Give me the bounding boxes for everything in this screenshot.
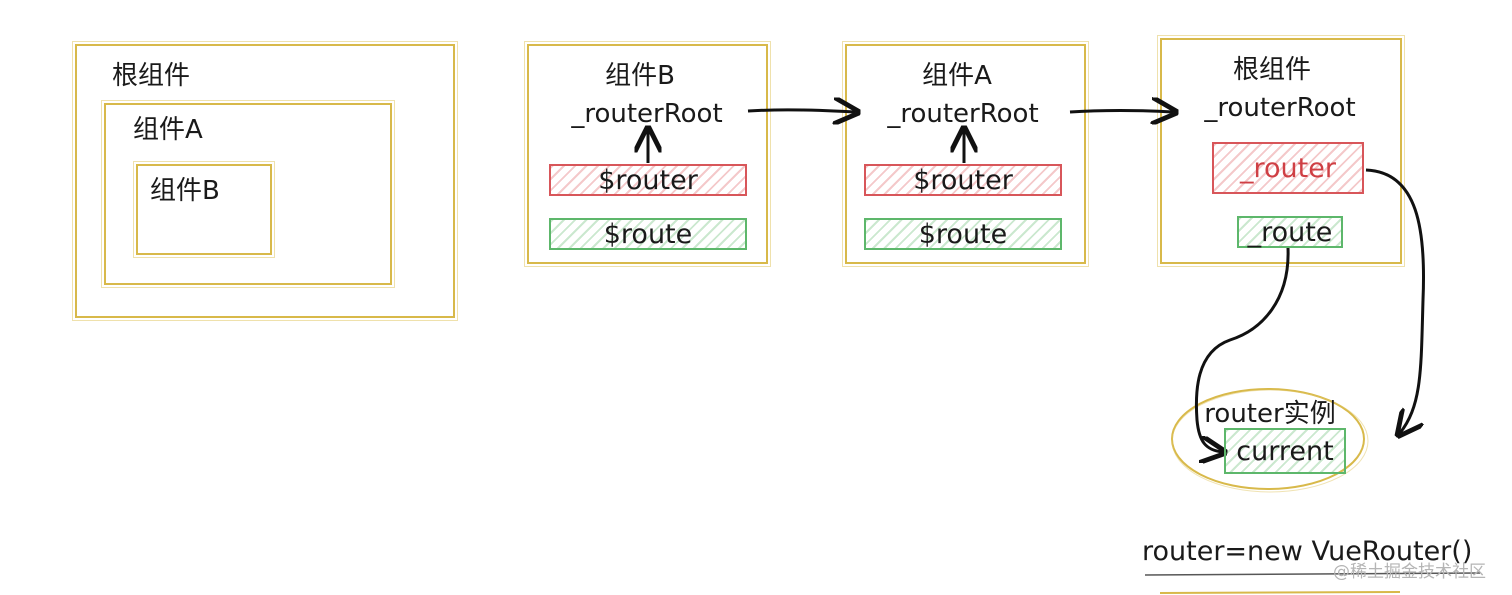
component-a-label: 组件A xyxy=(133,115,203,145)
chain-component-b-routerroot: _routerRoot xyxy=(571,99,723,129)
chain-component-b-route: $route xyxy=(549,218,747,250)
router-to-instance-arrow xyxy=(1365,168,1426,433)
router-code-text: router=new VueRouter() xyxy=(1142,536,1473,567)
b-to-a-arrow xyxy=(747,110,855,112)
chain-component-a-name: 组件A xyxy=(922,61,992,91)
chain-root-route: _route xyxy=(1237,216,1343,248)
chain-root-router: _router xyxy=(1212,142,1364,194)
chain-component-b-router: $router xyxy=(549,164,747,196)
route-to-current-arrow xyxy=(1194,247,1290,452)
root-component-label: 根组件 xyxy=(112,61,191,91)
chain-root-name: 根组件 xyxy=(1232,55,1312,85)
chain-component-a-route: $route xyxy=(864,218,1062,250)
chain-component-a-routerroot: _routerRoot xyxy=(887,99,1039,129)
chain-component-b-name: 组件B xyxy=(605,61,675,91)
chain-component-a-router: $router xyxy=(864,164,1062,196)
chain-root-routerroot: _routerRoot xyxy=(1204,93,1356,123)
router-instance-label: router实例 xyxy=(1204,399,1336,429)
router-instance-current: current xyxy=(1224,428,1346,474)
component-b-label: 组件B xyxy=(150,176,220,206)
watermark-text: @稀土掘金技术社区 xyxy=(1333,562,1486,582)
a-to-root-arrow xyxy=(1069,111,1173,113)
